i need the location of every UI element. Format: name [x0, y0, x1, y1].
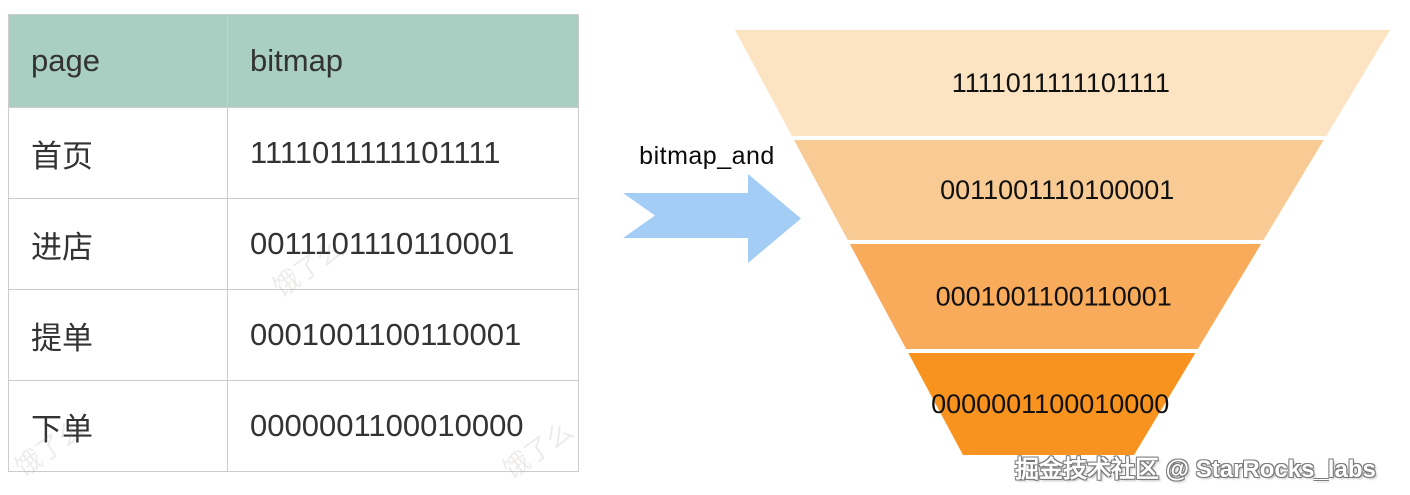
column-header-bitmap: bitmap — [227, 14, 579, 108]
table-row: 进店 0011101110110001 — [8, 198, 579, 290]
page-bitmap-table: page bitmap 首页 1111011111101111 进店 00111… — [8, 14, 579, 472]
page-cell: 首页 — [8, 107, 228, 199]
arrow-shape — [623, 174, 801, 263]
table-row: 首页 1111011111101111 — [8, 107, 579, 199]
funnel-level-value-2: 0011001110100001 — [940, 175, 1174, 205]
bitmap-cell: 0011101110110001 — [227, 198, 579, 290]
column-header-page: page — [8, 14, 228, 108]
table-row: 提单 0001001100110001 — [8, 289, 579, 381]
funnel-level-3 — [849, 244, 1262, 349]
funnel-level-value-3: 0001001100110001 — [936, 282, 1172, 312]
bitmap-cell: 0000001100010000 — [227, 380, 579, 472]
funnel-level-4 — [908, 353, 1196, 455]
page-cell: 下单 — [8, 380, 228, 472]
page-cell: 提单 — [8, 289, 228, 381]
funnel: 1111011111101111 0011001110100001 00010011… — [735, 30, 1390, 455]
site-watermark: 掘金技术社区 @ StarRocks_labs — [1015, 456, 1376, 483]
table-header-row: page bitmap — [8, 14, 579, 108]
funnel-level-2 — [794, 140, 1324, 240]
funnel-level-value-4: 0000001100010000 — [931, 389, 1169, 419]
page-cell: 进店 — [8, 198, 228, 290]
arrow-right-icon — [623, 174, 801, 263]
bitmap-cell: 0001001100110001 — [227, 289, 579, 381]
funnel-level-1 — [735, 30, 1390, 136]
table-row: 下单 0000001100010000 — [8, 380, 579, 472]
bitmap-cell: 1111011111101111 — [227, 107, 579, 199]
funnel-level-value-1: 1111011111101111 — [952, 68, 1170, 98]
operator-label: bitmap_and — [639, 142, 775, 170]
